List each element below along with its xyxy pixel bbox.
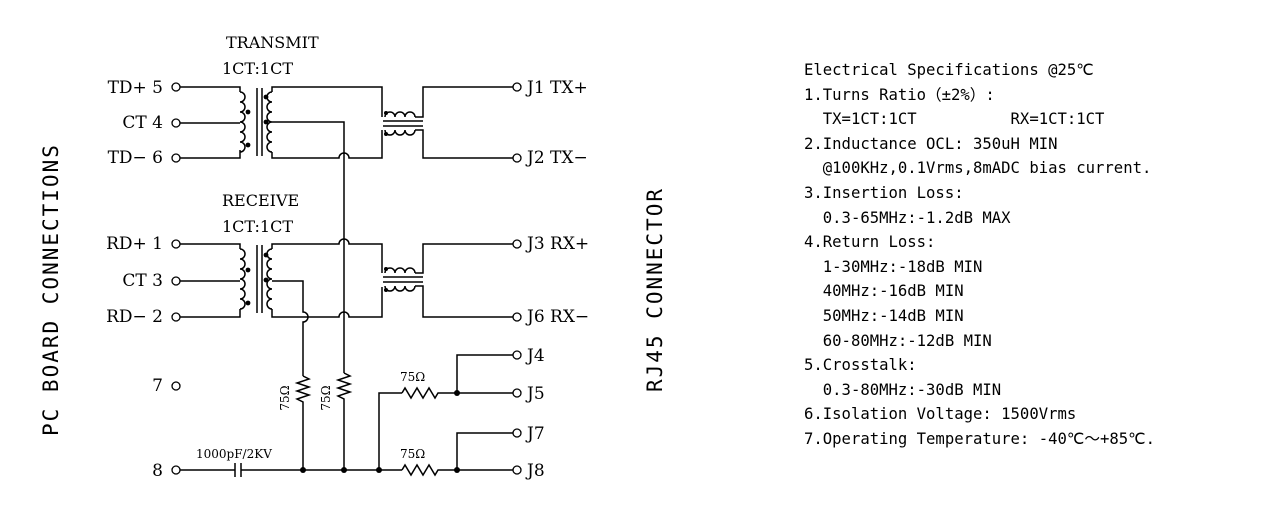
pin-j7-label: J7 bbox=[525, 424, 545, 444]
pin-j8-label: J8 bbox=[525, 461, 545, 481]
spec-line: TX=1CT:1CT RX=1CT:1CT bbox=[804, 110, 1105, 129]
spec-line: 3.Insertion Loss: bbox=[804, 183, 964, 202]
spec-line: 40MHz:-16dB MIN bbox=[804, 282, 964, 301]
termination-network: 75Ω 75Ω 1000pF/2KV 75Ω 75Ω bbox=[180, 354, 513, 477]
spec-line: 50MHz:-14dB MIN bbox=[804, 306, 964, 325]
spec-line: 6.Isolation Voltage: 1500Vrms bbox=[804, 405, 1077, 424]
pin-7-label: 7 bbox=[152, 376, 163, 396]
pin-j5-label: J5 bbox=[525, 384, 545, 404]
spec-line: 1.Turns Ratio（±2%）: bbox=[804, 85, 995, 104]
rj-pin-terminals bbox=[512, 82, 522, 475]
spec-line: 0.3-65MHz:-1.2dB MAX bbox=[804, 208, 1011, 227]
pin-j3-label: J3 RX+ bbox=[525, 234, 589, 254]
capacitor-value: 1000pF/2KV bbox=[196, 447, 272, 461]
spec-line: @100KHz,0.1Vrms,8mADC bias current. bbox=[804, 159, 1152, 178]
transmit-title: TRANSMIT bbox=[226, 33, 319, 52]
pin-8-label: 8 bbox=[152, 461, 163, 481]
transmit-ratio: 1CT:1CT bbox=[222, 59, 293, 78]
receive-transformer bbox=[180, 238, 513, 376]
receive-title: RECEIVE bbox=[222, 191, 299, 210]
pin-td-plus-label: TD+ 5 bbox=[108, 78, 163, 98]
pin-td-minus-label: TD− 6 bbox=[108, 148, 163, 168]
pin-rd-minus-label: RD− 2 bbox=[106, 307, 163, 327]
receive-ratio: 1CT:1CT bbox=[222, 217, 293, 236]
schematic-diagram: .w { stroke:#000; stroke-width:1.5; fill… bbox=[39, 33, 667, 481]
pin-ct4-label: CT 4 bbox=[122, 113, 163, 133]
pc-pin-terminals bbox=[171, 82, 181, 475]
resistor-r1-value: 75Ω bbox=[278, 385, 292, 410]
spec-line: 4.Return Loss: bbox=[804, 233, 936, 252]
transmit-transformer bbox=[180, 86, 513, 470]
resistor-r3-value: 75Ω bbox=[400, 370, 425, 384]
resistor-r4-value: 75Ω bbox=[400, 447, 425, 461]
pin-j1-label: J1 TX+ bbox=[525, 78, 588, 98]
rj45-connector-label: RJ45 CONNECTOR bbox=[643, 187, 667, 392]
spec-line: 5.Crosstalk: bbox=[804, 356, 917, 375]
spec-line: 1-30MHz:-18dB MIN bbox=[804, 257, 983, 276]
pin-j4-label: J4 bbox=[525, 346, 545, 366]
spec-line: 2.Inductance OCL: 350uH MIN bbox=[804, 134, 1058, 153]
spec-line: 60-80MHz:-12dB MIN bbox=[804, 331, 992, 350]
pin-rd-plus-label: RD+ 1 bbox=[106, 234, 163, 254]
spec-line: 0.3-80MHz:-30dB MIN bbox=[804, 380, 1002, 399]
pin-j6-label: J6 RX− bbox=[525, 307, 589, 327]
pc-board-label: PC BOARD CONNECTIONS bbox=[39, 143, 63, 436]
specs-title: Electrical Specifications @25℃ bbox=[804, 61, 1094, 79]
pin-j2-label: J2 TX− bbox=[525, 148, 588, 168]
electrical-specifications: Electrical Specifications @25℃ 1.Turns Ra… bbox=[804, 58, 1264, 452]
spec-line: 7.Operating Temperature: -40℃～+85℃. bbox=[804, 429, 1156, 448]
resistor-r2-value: 75Ω bbox=[319, 385, 333, 410]
pin-ct3-label: CT 3 bbox=[122, 271, 163, 291]
